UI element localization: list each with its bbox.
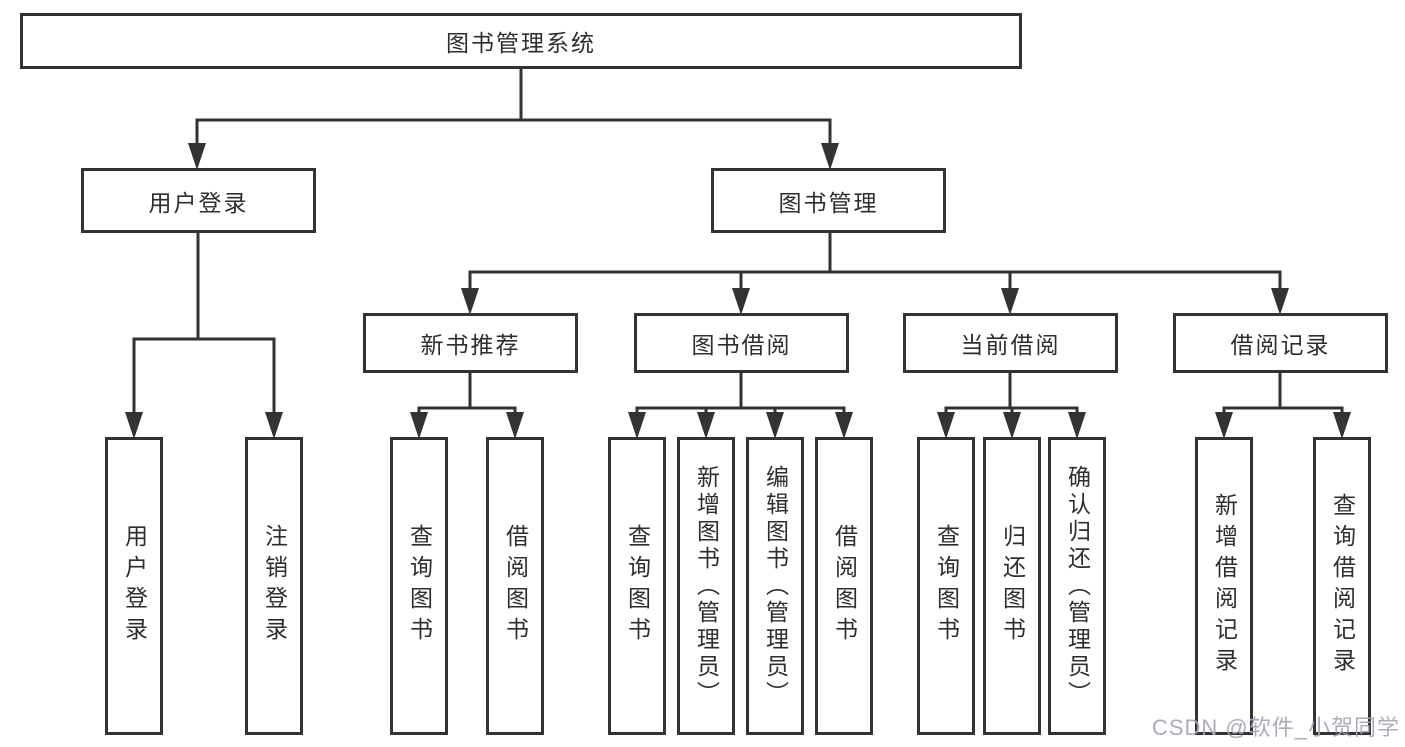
arrow-down-icon [1215, 412, 1233, 439]
arrow-down-icon [1068, 412, 1086, 439]
connector-current-borrow-group [944, 373, 1079, 415]
node-label: 借阅图书 [831, 524, 858, 648]
leaf-query-books: 查询图书 [917, 437, 975, 735]
leaf-edit-book-admin: 编辑图书（管理员） [746, 437, 804, 735]
arrow-down-icon [628, 412, 646, 439]
leaf-add-book-admin: 新增图书（管理员） [677, 437, 735, 735]
node-label: 确认归还（管理员） [1064, 464, 1091, 708]
leaf-add-borrow-record: 新增借阅记录 [1195, 437, 1253, 735]
arrow-down-icon [1001, 288, 1019, 315]
arrow-down-icon [265, 412, 283, 439]
arrow-down-icon [732, 288, 750, 315]
node-library-management-system: 图书管理系统 [20, 13, 1022, 69]
arrow-down-icon [188, 143, 206, 170]
leaf-confirm-return-admin: 确认归还（管理员） [1048, 437, 1106, 735]
connector-level2-rail [195, 118, 832, 146]
node-new-book-recommend: 新书推荐 [363, 313, 578, 373]
connector-new-book-group [417, 373, 517, 415]
arrowheads [125, 143, 1351, 439]
node-borrowing-records: 借阅记录 [1173, 313, 1388, 373]
arrow-down-icon [835, 412, 853, 439]
connector-user-login-group [132, 233, 276, 415]
leaf-return-books: 归还图书 [983, 437, 1041, 735]
node-label: 编辑图书（管理员） [762, 464, 789, 708]
arrow-down-icon [766, 412, 784, 439]
node-label: 查询借阅记录 [1329, 493, 1356, 679]
connector-level3-rail [468, 233, 1282, 291]
leaf-user-login: 用户登录 [105, 437, 163, 735]
csdn-watermark: CSDN @软件_小贺同学 [1151, 715, 1400, 740]
arrow-down-icon [1271, 288, 1289, 315]
node-label: 归还图书 [999, 524, 1026, 648]
arrow-down-icon [461, 288, 479, 315]
leaf-logout: 注销登录 [245, 437, 303, 735]
arrow-down-icon [937, 412, 955, 439]
node-label: 注销登录 [261, 524, 288, 648]
node-label: 查询图书 [624, 524, 651, 648]
node-book-management: 图书管理 [711, 168, 946, 233]
node-label: 新增借阅记录 [1211, 493, 1238, 679]
node-book-borrowing: 图书借阅 [634, 313, 849, 373]
arrow-down-icon [410, 412, 428, 439]
arrow-down-icon [697, 412, 715, 439]
leaf-borrow-books: 借阅图书 [815, 437, 873, 735]
node-label: 查询图书 [406, 524, 433, 648]
arrow-down-icon [506, 412, 524, 439]
node-label: 查询图书 [933, 524, 960, 648]
node-current-borrowing: 当前借阅 [903, 313, 1118, 373]
arrow-down-icon [125, 412, 143, 439]
connector-book-borrow-group [635, 373, 846, 415]
node-user-login: 用户登录 [81, 168, 316, 233]
leaf-borrow-books: 借阅图书 [486, 437, 544, 735]
arrow-down-icon [1003, 412, 1021, 439]
leaf-query-books: 查询图书 [390, 437, 448, 735]
leaf-query-borrow-record: 查询借阅记录 [1313, 437, 1371, 735]
connector-borrow-record-group [1222, 373, 1344, 415]
node-label: 借阅图书 [502, 524, 529, 648]
arrow-down-icon [821, 143, 839, 170]
leaf-query-books: 查询图书 [608, 437, 666, 735]
arrow-down-icon [1333, 412, 1351, 439]
node-label: 用户登录 [121, 524, 148, 648]
node-label: 新增图书（管理员） [693, 464, 720, 708]
